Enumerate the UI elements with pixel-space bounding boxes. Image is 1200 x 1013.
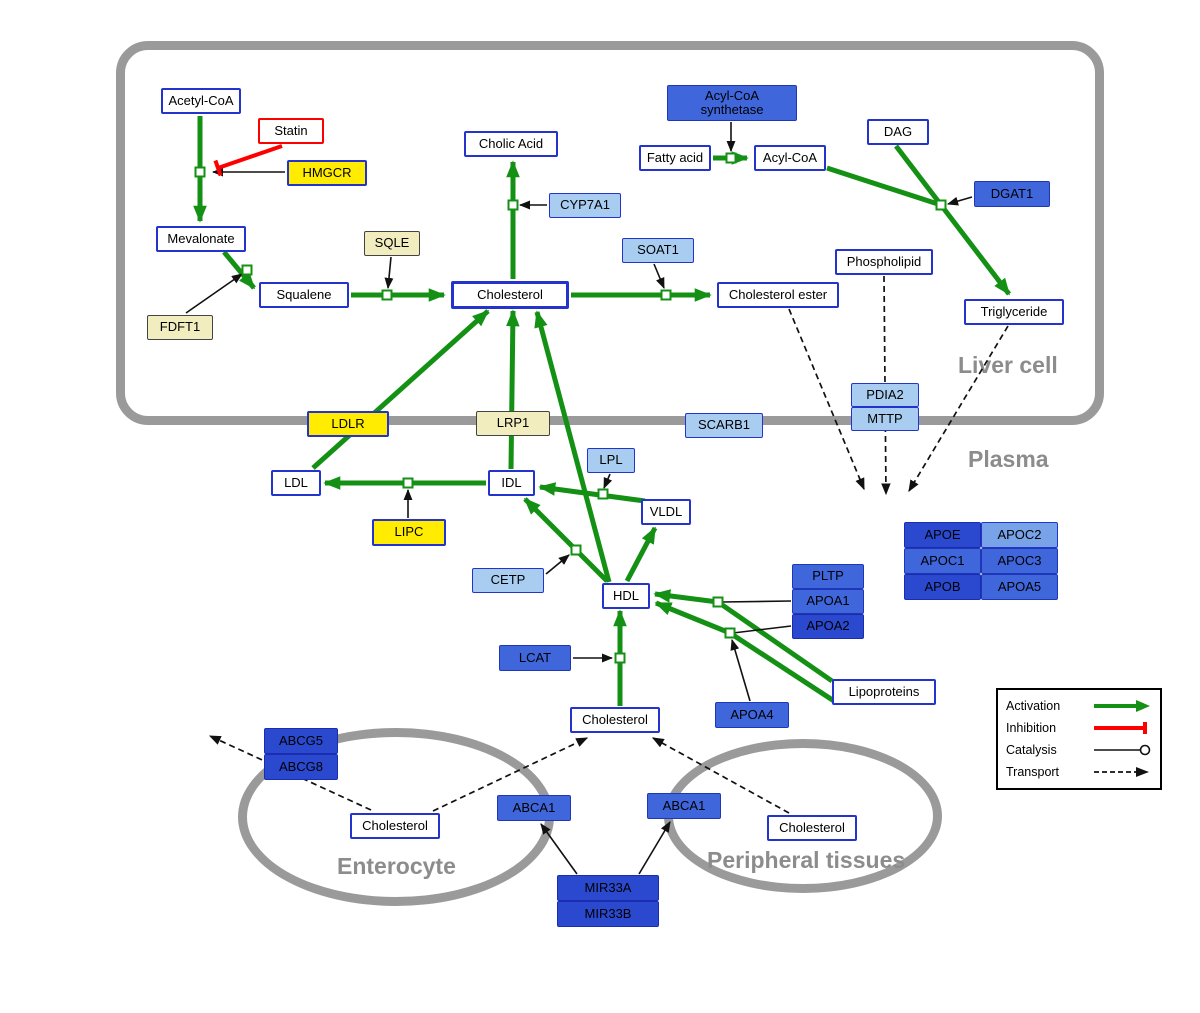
node-abcg5[interactable]: ABCG5 <box>264 728 338 754</box>
node-cholesterol-plasma[interactable]: Cholesterol <box>570 707 660 733</box>
node-cholesterol-peripheral[interactable]: Cholesterol <box>767 815 857 841</box>
node-phospholipid[interactable]: Phospholipid <box>835 249 933 275</box>
activation-arrow-icon <box>1094 700 1150 712</box>
node-hdl[interactable]: HDL <box>602 583 650 609</box>
node-fatty-acid[interactable]: Fatty acid <box>639 145 711 171</box>
inhibition-tbar-icon <box>1094 722 1147 734</box>
transport-dashed-arrow-icon <box>1094 767 1149 777</box>
node-apoa1[interactable]: APOA1 <box>792 589 864 614</box>
node-hmgcr[interactable]: HMGCR <box>287 160 367 186</box>
node-apob[interactable]: APOB <box>904 574 981 600</box>
legend-item-activation: Activation <box>1006 696 1152 716</box>
node-ldlr[interactable]: LDLR <box>307 411 389 437</box>
peripheral-tissues-label: Peripheral tissues <box>707 847 906 873</box>
node-fdft1[interactable]: FDFT1 <box>147 315 213 340</box>
legend-item-transport: Transport <box>1006 762 1152 782</box>
node-dag[interactable]: DAG <box>867 119 929 145</box>
catalysis-circle-icon <box>1094 744 1151 756</box>
legend-catalysis-label: Catalysis <box>1006 743 1057 757</box>
node-lrp1[interactable]: LRP1 <box>476 411 550 436</box>
node-vldl[interactable]: VLDL <box>641 499 691 525</box>
node-mevalonate[interactable]: Mevalonate <box>156 226 246 252</box>
node-scarb1[interactable]: SCARB1 <box>685 413 763 438</box>
node-mir33b[interactable]: MIR33B <box>557 901 659 927</box>
node-abcg8[interactable]: ABCG8 <box>264 754 338 780</box>
node-mir33a[interactable]: MIR33A <box>557 875 659 901</box>
node-acyl-coa[interactable]: Acyl-CoA <box>754 145 826 171</box>
node-squalene[interactable]: Squalene <box>259 282 349 308</box>
node-apoa5[interactable]: APOA5 <box>981 574 1058 600</box>
node-lipoproteins[interactable]: Lipoproteins <box>832 679 936 705</box>
node-soat1[interactable]: SOAT1 <box>622 238 694 263</box>
node-pltp[interactable]: PLTP <box>792 564 864 589</box>
node-dgat1[interactable]: DGAT1 <box>974 181 1050 207</box>
node-apoa2[interactable]: APOA2 <box>792 614 864 639</box>
node-lipc[interactable]: LIPC <box>372 519 446 546</box>
node-mttp[interactable]: MTTP <box>851 407 919 431</box>
node-triglyceride[interactable]: Triglyceride <box>964 299 1064 325</box>
legend-activation-label: Activation <box>1006 699 1061 713</box>
legend-item-inhibition: Inhibition <box>1006 718 1152 738</box>
node-ldl[interactable]: LDL <box>271 470 321 496</box>
node-lcat[interactable]: LCAT <box>499 645 571 671</box>
node-cholesterol-ester[interactable]: Cholesterol ester <box>717 282 839 308</box>
node-sqle[interactable]: SQLE <box>364 231 420 256</box>
node-apoa4[interactable]: APOA4 <box>715 702 789 728</box>
node-abca1-peripheral[interactable]: ABCA1 <box>647 793 721 819</box>
legend-item-catalysis: Catalysis <box>1006 740 1152 760</box>
node-cyp7a1[interactable]: CYP7A1 <box>549 193 621 218</box>
enterocyte-label: Enterocyte <box>337 853 456 879</box>
legend: Activation Inhibition Catalysis Transpor… <box>996 688 1162 790</box>
node-cholic-acid[interactable]: Cholic Acid <box>464 131 558 157</box>
node-statin[interactable]: Statin <box>258 118 324 144</box>
node-cholesterol-liver[interactable]: Cholesterol <box>451 281 569 309</box>
node-cholesterol-enterocyte[interactable]: Cholesterol <box>350 813 440 839</box>
node-acyl-coa-synthetase[interactable]: Acyl-CoA synthetase <box>667 85 797 121</box>
node-apoc1[interactable]: APOC1 <box>904 548 981 574</box>
legend-transport-label: Transport <box>1006 765 1060 779</box>
node-apoc2[interactable]: APOC2 <box>981 522 1058 548</box>
node-apoe[interactable]: APOE <box>904 522 981 548</box>
node-acetyl-coa[interactable]: Acetyl-CoA <box>161 88 241 114</box>
legend-inhibition-label: Inhibition <box>1006 721 1057 735</box>
node-apoc3[interactable]: APOC3 <box>981 548 1058 574</box>
node-lpl[interactable]: LPL <box>587 448 635 473</box>
node-idl[interactable]: IDL <box>488 470 535 496</box>
node-abca1-enterocyte[interactable]: ABCA1 <box>497 795 571 821</box>
node-cetp[interactable]: CETP <box>472 568 544 593</box>
node-pdia2[interactable]: PDIA2 <box>851 383 919 407</box>
